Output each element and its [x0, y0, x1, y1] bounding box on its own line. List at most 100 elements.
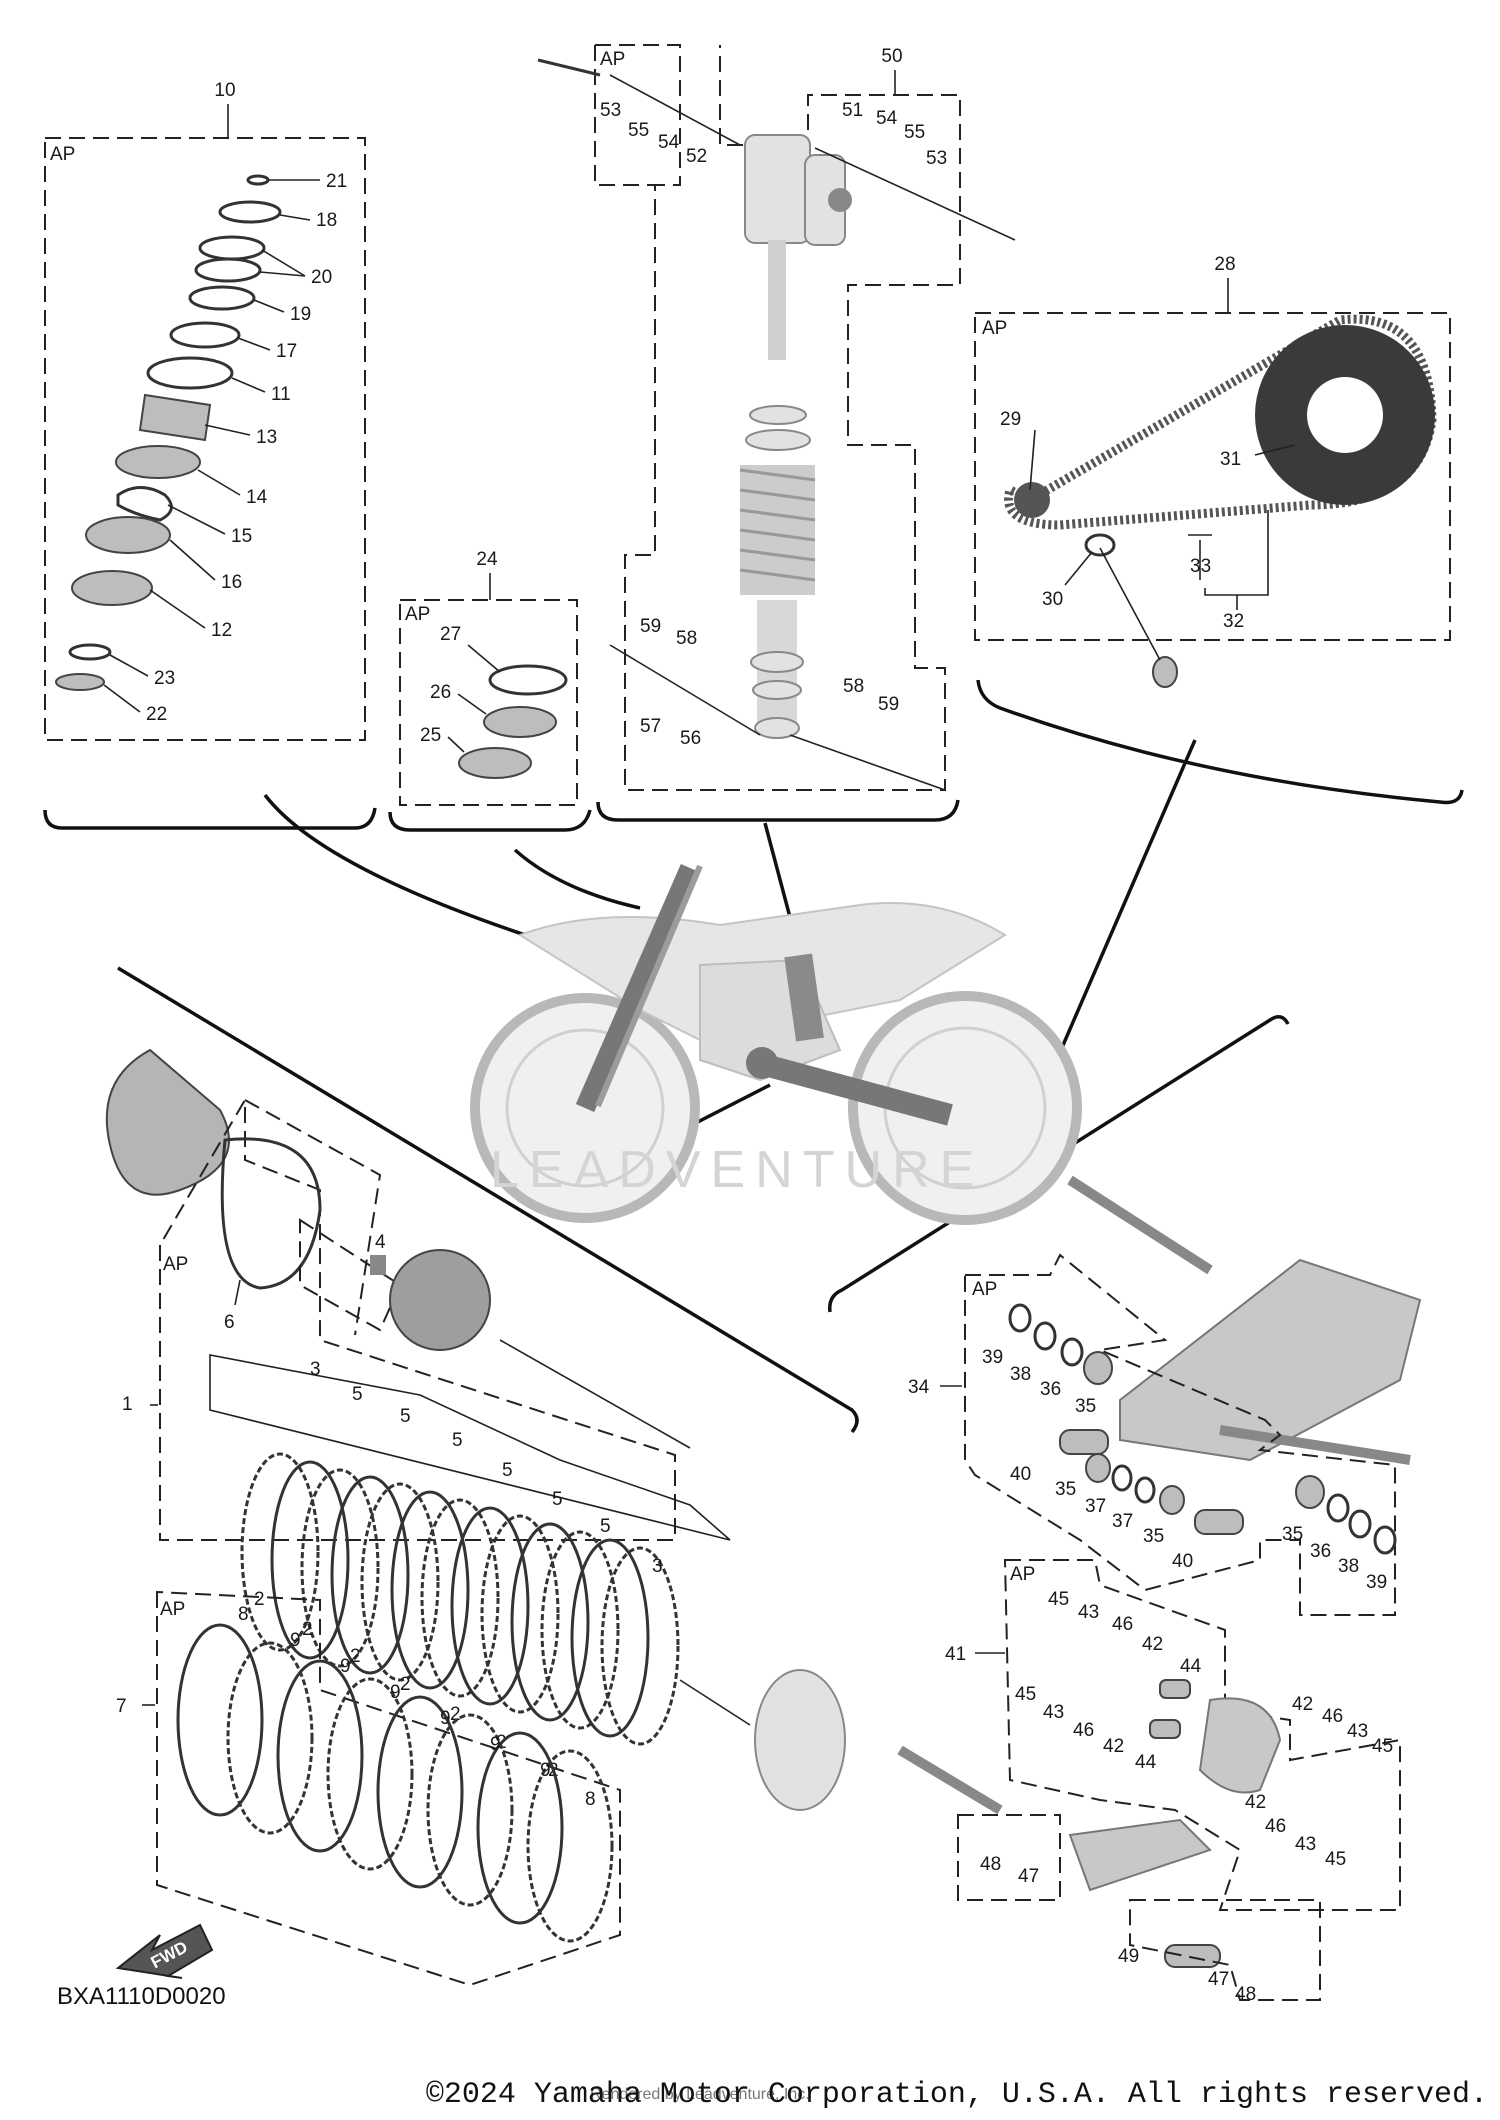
part-label: 48	[980, 1854, 1001, 1875]
part-label: 47	[1018, 1866, 1039, 1887]
part-label: 46	[1265, 1816, 1286, 1837]
part-label: 42	[1245, 1792, 1266, 1813]
part-label: 21	[326, 171, 347, 192]
part-label: 5	[502, 1460, 513, 1481]
group-number-1: 1	[122, 1394, 133, 1415]
ap-label: AP	[163, 1254, 188, 1275]
group-7-friction-plates: AP 7 8 9 9 9 9 9 9 8	[116, 1590, 621, 1987]
group-10-fork-seal-kit: 10 AP 21 18 20 19 17 11 13 14	[44, 80, 366, 741]
part-label: 39	[1366, 1572, 1387, 1593]
part-label: 5	[600, 1516, 611, 1537]
ap-label: AP	[405, 604, 430, 625]
part-label: 2	[450, 1704, 461, 1725]
part-label: 2	[254, 1589, 265, 1610]
part-label: 4	[375, 1232, 386, 1253]
part-label: 38	[1010, 1364, 1031, 1385]
part-label: 59	[640, 616, 661, 637]
part-label: 46	[1112, 1614, 1133, 1635]
part-label: 52	[686, 146, 707, 167]
part-label: 53	[926, 148, 947, 169]
part-label: 47	[1208, 1969, 1229, 1990]
part-label: 37	[1112, 1511, 1133, 1532]
part-label: 54	[658, 132, 680, 153]
part-label: 45	[1015, 1684, 1036, 1705]
copyright-notice: ©2024 Yamaha Motor Corporation, U.S.A. A…	[425, 2078, 1488, 2112]
part-label: 3	[310, 1359, 321, 1380]
part-label: 8	[585, 1789, 596, 1810]
part-label: 2	[400, 1674, 411, 1695]
part-label: 29	[1000, 409, 1021, 430]
ap-label: AP	[160, 1599, 185, 1620]
group-50-rear-shock: AP 50 53 55 54 52 51 54 55 53 59 58 57 5…	[537, 44, 1016, 791]
part-label: 9	[440, 1708, 451, 1729]
ap-label: AP	[972, 1279, 997, 1300]
part-label: 43	[1295, 1834, 1316, 1855]
part-label: 5	[552, 1489, 563, 1510]
part-label: 42	[1292, 1694, 1313, 1715]
part-label: 8	[238, 1604, 249, 1625]
part-label: 40	[1172, 1551, 1193, 1572]
part-label: 42	[1103, 1736, 1124, 1757]
part-label: 6	[224, 1312, 235, 1333]
watermark-brand: LEADVENTURE	[490, 1141, 985, 1199]
part-label: 40	[1010, 1464, 1031, 1485]
ap-label: AP	[50, 144, 75, 165]
group-number-24: 24	[476, 549, 498, 570]
part-label: 15	[231, 526, 252, 547]
part-label: 49	[1118, 1946, 1139, 1967]
part-label: 58	[676, 628, 697, 649]
part-label: 46	[1073, 1720, 1094, 1741]
part-label: 56	[680, 728, 701, 749]
part-label: 9	[540, 1760, 551, 1781]
part-label: 9	[390, 1682, 401, 1703]
part-label: 19	[290, 304, 311, 325]
part-label: 45	[1325, 1849, 1346, 1870]
part-label: 5	[452, 1430, 463, 1451]
group-1-clutch-plates: AP 6 4 1 3 5 5 5 5	[105, 1048, 846, 1811]
plate-stack-1	[240, 1452, 680, 1746]
part-label: 46	[1322, 1706, 1343, 1727]
part-label: 2	[350, 1646, 361, 1667]
part-label: 43	[1347, 1721, 1368, 1742]
group-number-50: 50	[881, 46, 902, 67]
part-label: 27	[440, 624, 461, 645]
part-label: 45	[1048, 1589, 1069, 1610]
part-label: 9	[290, 1630, 301, 1651]
part-label: 38	[1338, 1556, 1359, 1577]
part-label: 39	[982, 1347, 1003, 1368]
part-label: 9	[340, 1656, 351, 1677]
part-label: 58	[843, 676, 864, 697]
group-number-28: 28	[1214, 254, 1235, 275]
part-label: 35	[1055, 1479, 1076, 1500]
motorcycle-illustration	[470, 863, 1082, 1225]
group-34-swingarm-bearings: AP 34 39 38 36 35 40 35 37 37 35 40 35 3…	[908, 1175, 1422, 1616]
part-label: 9	[490, 1734, 501, 1755]
part-label: 43	[1043, 1702, 1064, 1723]
part-label: 5	[352, 1384, 363, 1405]
part-label: 55	[628, 120, 649, 141]
part-label: 30	[1042, 589, 1063, 610]
part-label: 12	[211, 620, 232, 641]
group-number-41: 41	[945, 1644, 966, 1665]
part-label: 43	[1078, 1602, 1099, 1623]
part-label: 36	[1040, 1379, 1061, 1400]
part-label: 57	[640, 716, 661, 737]
part-label: 55	[904, 122, 925, 143]
group-24-steering-bearing: 24 AP 27 26 25	[399, 549, 578, 806]
part-label: 31	[1220, 449, 1241, 470]
group-number-34: 34	[908, 1377, 930, 1398]
part-label: 42	[1142, 1634, 1163, 1655]
part-label: 59	[878, 694, 899, 715]
part-label: 22	[146, 704, 167, 725]
part-label: 18	[316, 210, 337, 231]
part-label: 13	[256, 427, 277, 448]
callout-shock	[596, 799, 960, 822]
part-label: 48	[1235, 1984, 1256, 2005]
part-label: 53	[600, 100, 621, 121]
group-41-relay-arm-bearings: AP 41 45 43 46 42 44 45 43 46 42 44 42 4…	[897, 1559, 1401, 2005]
part-label: 44	[1135, 1752, 1157, 1773]
ap-label: AP	[982, 318, 1007, 339]
part-label: 23	[154, 668, 175, 689]
diagram-code: BXA1110D0020	[57, 1983, 226, 2010]
part-label: 54	[876, 108, 898, 129]
